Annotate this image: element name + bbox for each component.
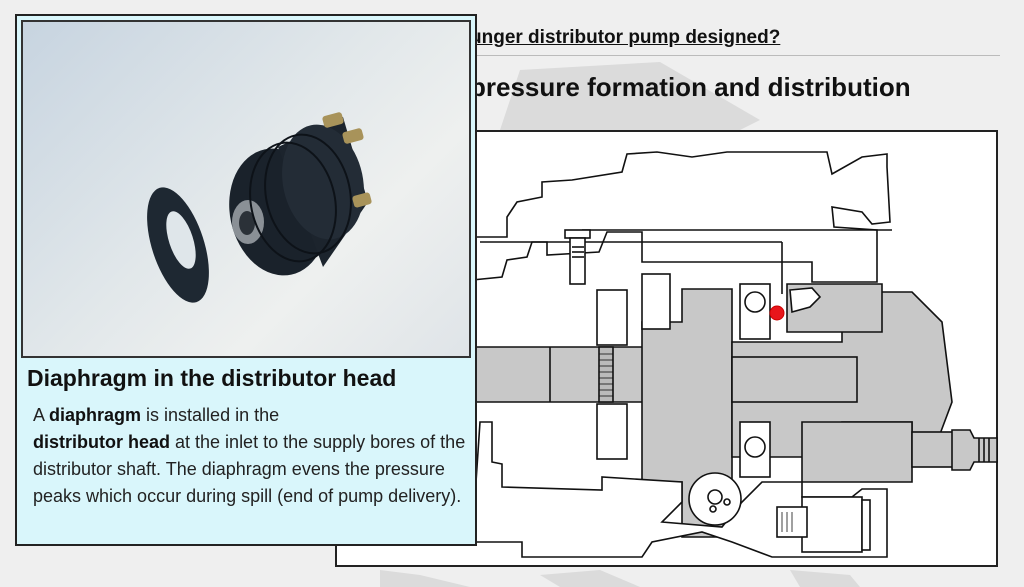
- pump-cross-section-diagram: [471, 151, 998, 558]
- text-segment: is installed in the: [141, 405, 280, 425]
- popup-description: A diaphragm is installed in the distribu…: [33, 402, 473, 510]
- section-title: pressure formation and distribution: [470, 72, 911, 102]
- term-diaphragm: diaphragm: [49, 405, 142, 425]
- info-popup: Diaphragm in the distributor head A diap…: [15, 14, 477, 546]
- diaphragm-photo: [21, 20, 471, 358]
- diaphragm-component-image: [147, 112, 372, 303]
- popup-title: Diaphragm in the distributor head: [27, 365, 397, 391]
- text-segment: at the inlet to the supply bores of the …: [33, 432, 466, 506]
- term-distributor-head: distributor head: [33, 432, 171, 452]
- divider: [470, 55, 1000, 56]
- text-segment: A: [33, 405, 50, 425]
- question-link[interactable]: unger distributor pump designed?: [470, 27, 781, 48]
